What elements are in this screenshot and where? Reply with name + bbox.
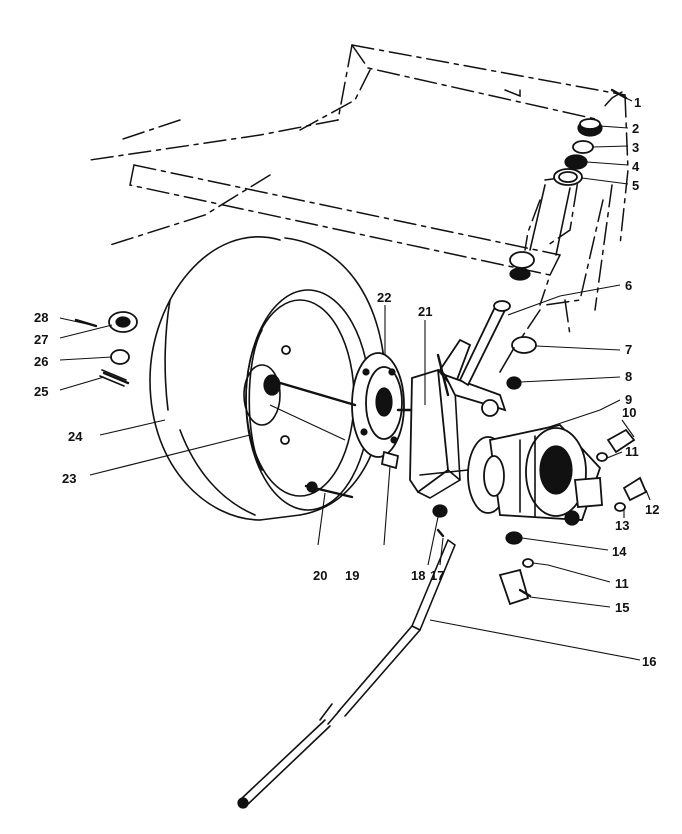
callout-9: 9 — [625, 392, 632, 407]
callout-25: 25 — [34, 384, 48, 399]
callout-2: 2 — [632, 121, 639, 136]
wheel-fasteners — [74, 311, 138, 387]
hydraulic-fittings — [498, 428, 648, 606]
spindle-bracket — [409, 338, 507, 499]
callout-13: 13 — [615, 518, 629, 533]
callout-20: 20 — [313, 568, 327, 583]
kingpin-assembly — [509, 88, 628, 281]
callout-7: 7 — [625, 342, 632, 357]
callout-21: 21 — [418, 304, 432, 319]
callout-5: 5 — [632, 178, 639, 193]
small-hardware — [304, 450, 448, 538]
callout-27: 27 — [34, 332, 48, 347]
callout-19: 19 — [345, 568, 359, 583]
callout-3: 3 — [632, 140, 639, 155]
frame-phantom-outline — [89, 44, 629, 341]
callout-8: 8 — [625, 369, 632, 384]
steering-handle — [237, 539, 456, 809]
callout-10: 10 — [622, 405, 636, 420]
callout-11b: 11 — [615, 576, 629, 591]
tire — [149, 236, 386, 521]
callout-17: 17 — [430, 568, 444, 583]
callout-1: 1 — [634, 95, 641, 110]
leader-lines — [59, 97, 651, 661]
callout-24: 24 — [68, 429, 83, 444]
callout-16: 16 — [642, 654, 656, 669]
callout-11: 11 — [625, 444, 639, 459]
callout-15: 15 — [615, 600, 629, 615]
hydraulic-wheel-motor — [419, 424, 603, 526]
callout-23: 23 — [62, 471, 76, 486]
callout-12: 12 — [645, 502, 659, 517]
callout-14: 14 — [612, 544, 627, 559]
wheel-hub — [268, 352, 427, 458]
tie-rod-end — [499, 336, 537, 390]
callout-26: 26 — [34, 354, 48, 369]
callout-28: 28 — [34, 310, 48, 325]
steering-arm — [458, 300, 511, 387]
callout-18: 18 — [411, 568, 425, 583]
wheel-rim — [243, 289, 371, 511]
callout-6: 6 — [625, 278, 632, 293]
callout-labels: 1 2 3 4 5 6 7 8 9 10 11 12 13 14 11 15 1… — [34, 95, 659, 669]
callout-22: 22 — [377, 290, 391, 305]
callout-4: 4 — [632, 159, 640, 174]
